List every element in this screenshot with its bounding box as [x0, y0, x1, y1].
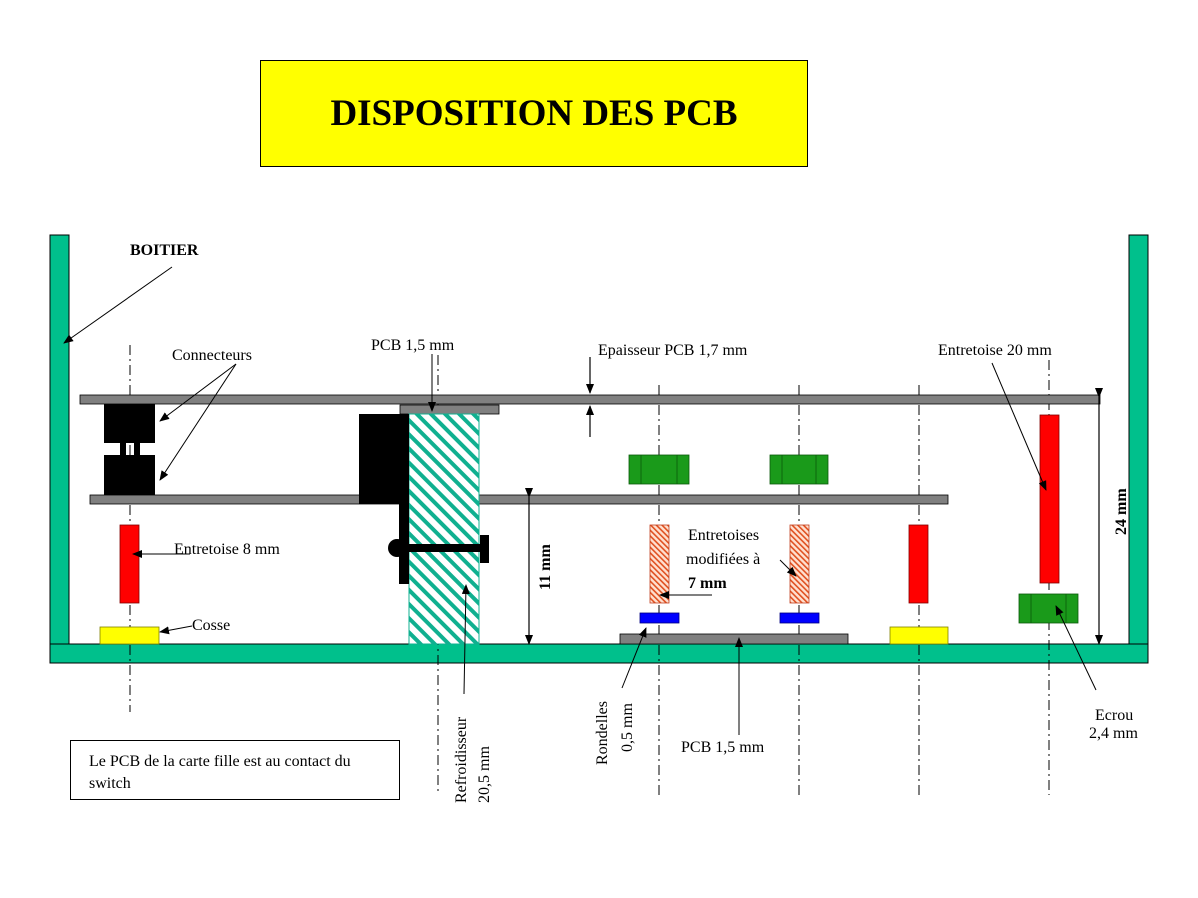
label-dim-24: 24 mm — [1113, 488, 1130, 535]
component-body — [359, 414, 409, 504]
label-epaisseur: Epaisseur PCB 1,7 mm — [598, 342, 748, 359]
arrow-entretoise-20 — [991, 362, 1047, 491]
label-refroidisseur-1: Refroidisseur — [453, 716, 470, 803]
clip-head — [388, 539, 406, 557]
nut-2 — [769, 454, 829, 485]
label-cosse: Cosse — [192, 617, 230, 634]
connector-pin — [134, 443, 140, 455]
arrow-connector-2 — [159, 363, 237, 481]
dimensions — [525, 357, 1103, 645]
nut-ecrou — [1018, 593, 1079, 624]
washer-1 — [639, 612, 680, 624]
washer-2 — [779, 612, 820, 624]
arrow-boitier — [63, 266, 173, 344]
note-box: Le PCB de la carte fille est au contact … — [70, 740, 400, 800]
connector-top — [104, 404, 155, 443]
label-ecrou-1: Ecrou — [1095, 707, 1133, 724]
standoff-20mm — [1039, 414, 1060, 584]
label-pcb-top: PCB 1,5 mm — [371, 337, 455, 354]
nuts — [628, 454, 1079, 624]
arrow-rondelles — [621, 627, 647, 689]
clip-rod — [400, 544, 485, 552]
label-pcb-bottom: PCB 1,5 mm — [681, 739, 765, 756]
case-floor — [49, 643, 1149, 664]
pcb-top — [79, 394, 1101, 405]
standoff-8mm — [119, 524, 140, 604]
label-rondelles-2: 0,5 mm — [619, 703, 636, 752]
standoff-8mm-right — [908, 524, 929, 604]
arrow-refroidisseur — [461, 584, 470, 695]
diagram-title: DISPOSITION DES PCB — [330, 93, 738, 134]
note-text: Le PCB de la carte fille est au contact … — [89, 753, 351, 792]
pcb-middle — [89, 494, 949, 505]
pcb-bottom — [619, 633, 849, 645]
nut-1 — [628, 454, 690, 485]
case-left-wall — [49, 234, 70, 664]
label-refroidisseur-2: 20,5 mm — [476, 746, 493, 803]
label-entretoise-20: Entretoise 20 mm — [938, 342, 1052, 359]
pcb-small-top — [399, 404, 500, 415]
connectors — [104, 404, 155, 495]
lug-cosse — [99, 626, 160, 645]
case-right-wall — [1128, 234, 1149, 664]
label-ecrou-2: 2,4 mm — [1089, 725, 1138, 742]
label-connecteurs: Connecteurs — [172, 347, 252, 364]
title-box: DISPOSITION DES PCB — [260, 60, 808, 167]
lug-cosse-right — [889, 626, 949, 645]
label-entretoise-8: Entretoise 8 mm — [174, 541, 280, 558]
labels: BOITIER Connecteurs PCB 1,5 mm Epaisseur… — [130, 242, 1138, 803]
connector-pin — [120, 443, 126, 455]
label-entretoises-mod-1: Entretoises — [688, 527, 759, 544]
clip-end — [480, 535, 489, 563]
heatsink — [408, 413, 480, 645]
leader-arrows — [63, 266, 1097, 735]
connector-bottom — [104, 455, 155, 495]
arrow-cosse — [159, 625, 193, 635]
power-component — [359, 414, 489, 584]
arrow-mod-standoff-2 — [779, 559, 797, 577]
arrow-connector-1 — [159, 363, 237, 422]
label-rondelles-1: Rondelles — [594, 701, 611, 765]
arrow-ecrou — [1055, 605, 1097, 691]
modified-standoff-1 — [649, 524, 670, 604]
case — [49, 234, 1149, 664]
label-entretoises-mod-2: modifiées à — [686, 551, 760, 568]
label-boitier: BOITIER — [130, 242, 199, 259]
label-dim-11: 11 mm — [537, 544, 554, 590]
modified-standoff-2 — [789, 524, 810, 604]
label-entretoises-mod-3: 7 mm — [688, 575, 727, 592]
